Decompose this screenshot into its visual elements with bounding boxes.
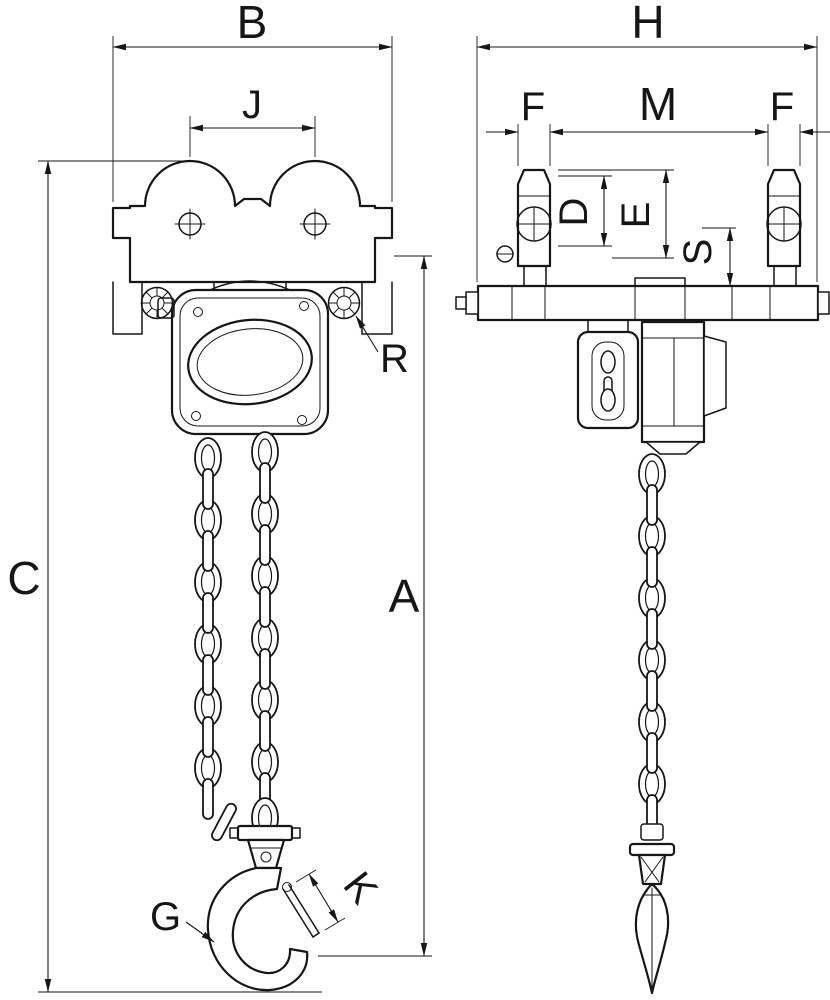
- front-view: B J C A R G K: [7, 0, 432, 993]
- chain-outlet: [645, 441, 701, 455]
- dim-label-k: K: [335, 864, 386, 912]
- trolley-front: [111, 159, 394, 335]
- load-chain-left: [194, 437, 222, 820]
- dim-label-c: C: [7, 552, 40, 604]
- dim-label-a: A: [389, 570, 420, 622]
- load-chain-side: [638, 453, 666, 836]
- dim-label-r: R: [380, 337, 409, 381]
- dim-label-h: H: [631, 0, 664, 48]
- hoist-body-front: [157, 280, 330, 436]
- trolley-side: [455, 168, 830, 322]
- hook-side: [628, 823, 676, 995]
- dim-label-f-right: F: [770, 85, 794, 129]
- side-dimensions: H F M F D E S: [476, 0, 830, 287]
- dim-label-d: D: [552, 198, 596, 227]
- side-view: H F M F D E S: [455, 0, 830, 995]
- chain-stopper-tab: [157, 297, 175, 319]
- dim-label-m: M: [639, 78, 677, 130]
- body-oval-cover: [187, 318, 313, 406]
- suspension-lug: [209, 280, 291, 291]
- dim-label-g: G: [150, 895, 181, 939]
- gear-cover: [703, 335, 727, 417]
- drop-bracket-right: [361, 281, 393, 335]
- front-dimensions: B J C A R G K: [7, 0, 432, 993]
- load-chain-right: [251, 431, 279, 839]
- hook-safety-latch: [282, 882, 320, 938]
- cross-beam: [476, 284, 820, 322]
- hoist-body-side: [576, 319, 727, 455]
- trolley-wheel-left: [516, 206, 552, 242]
- dim-label-f-left: F: [521, 85, 545, 129]
- dim-label-s: S: [676, 239, 720, 266]
- drop-bracket-left: [112, 281, 143, 335]
- dim-label-e: E: [614, 202, 658, 229]
- beam-end-nut-left: [465, 291, 479, 315]
- dim-label-j: J: [242, 83, 262, 127]
- hook-front: [206, 866, 320, 992]
- dim-label-b: B: [237, 0, 268, 48]
- bottom-block-front: [229, 824, 301, 870]
- beam-end-nut-right: [817, 291, 830, 315]
- hook-cross-pin: [628, 842, 676, 857]
- gear-housing: [640, 320, 706, 444]
- beam-end-washer-left: [455, 296, 467, 310]
- trolley-wheel-right: [766, 206, 802, 242]
